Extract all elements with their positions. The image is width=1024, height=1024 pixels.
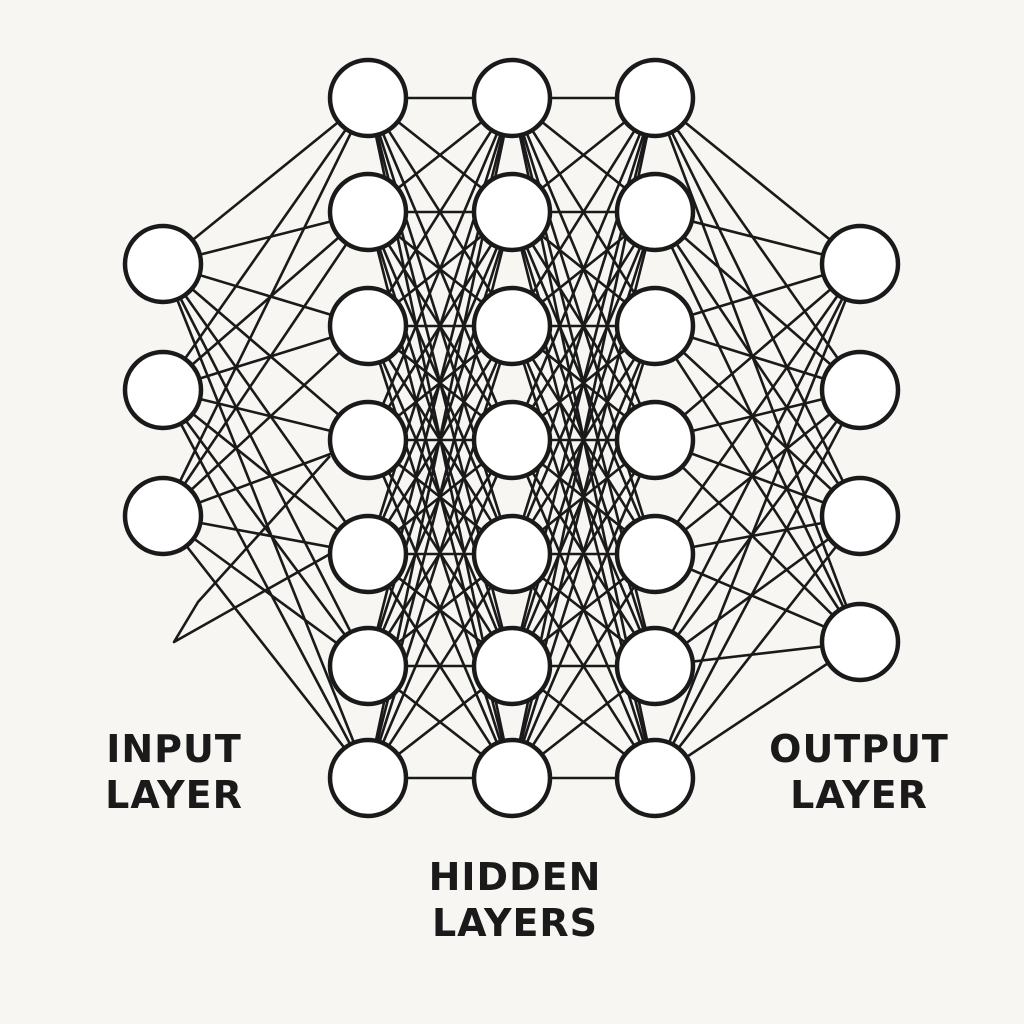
connection-hidden-3-1-to-output-1	[653, 96, 862, 266]
neuron-hidden-3-7	[614, 737, 696, 819]
connection-input-3-to-hidden-1-2	[161, 210, 370, 518]
connection-input-3-to-hidden-1-7	[161, 514, 370, 780]
neuron-hidden-3-2	[614, 171, 696, 253]
connection-hidden-1-7-to-hidden-2-5	[366, 552, 514, 780]
connection-input-2-to-hidden-1-2	[161, 210, 370, 392]
connection-hidden-1-7-to-hidden-2-4	[366, 438, 514, 780]
connection-input-3-to-hidden-1-1	[161, 96, 370, 518]
connection-input-2-to-hidden-1-5	[161, 388, 370, 556]
connection-hidden-3-5-to-output-2	[653, 388, 862, 556]
connection-hidden-3-3-to-output-4	[653, 324, 862, 644]
neuron-hidden-3-3	[614, 285, 696, 367]
connection-hidden-3-4-to-output-4	[653, 438, 862, 644]
connection-hidden-3-4-to-output-1	[653, 262, 862, 442]
connection-input-2-to-hidden-1-7	[161, 388, 370, 780]
connection-hidden-3-2-to-output-4	[653, 210, 862, 644]
connection-input-1-to-hidden-1-5	[161, 262, 370, 556]
input-label-line1: INPUT	[106, 727, 242, 771]
connection-input-1-to-hidden-1-7	[161, 262, 370, 780]
neuron-hidden-1-4	[327, 399, 409, 481]
neuron-hidden-1-5	[327, 513, 409, 595]
connection-input-1-to-hidden-1-1	[161, 96, 370, 266]
output-label-line2: LAYER	[790, 773, 928, 817]
connection-input-2-to-hidden-1-1	[161, 96, 370, 392]
connection-hidden-2-4-to-hidden-3-1	[510, 96, 657, 442]
neuron-input-3	[122, 475, 204, 557]
neuron-hidden-2-1	[471, 57, 553, 139]
connection-hidden-3-5-to-output-1	[653, 262, 862, 556]
neuron-hidden-1-3	[327, 285, 409, 367]
hidden-label-line1: HIDDEN	[428, 855, 602, 899]
output-label-line1: OUTPUT	[769, 727, 949, 771]
neuron-hidden-2-6	[471, 625, 553, 707]
input-label-line2: LAYER	[105, 773, 243, 817]
hidden-label-line2: LAYERS	[431, 901, 599, 945]
connection-hidden-3-6-to-output-2	[653, 388, 862, 668]
connection-hidden-2-7-to-hidden-3-3	[510, 324, 657, 780]
connection-hidden-2-5-to-hidden-3-1	[510, 96, 657, 556]
neuron-hidden-1-1	[327, 57, 409, 139]
connection-hidden-3-6-to-output-3	[653, 514, 862, 668]
neuron-hidden-2-2	[471, 171, 553, 253]
neuron-input-1	[122, 223, 204, 305]
neuron-hidden-3-1	[614, 57, 696, 139]
neuron-hidden-2-7	[471, 737, 553, 819]
hidden-layers-label: HIDDEN LAYERS	[412, 854, 618, 946]
neuron-output-4	[819, 601, 901, 683]
neuron-hidden-2-3	[471, 285, 553, 367]
neuron-hidden-1-7	[327, 737, 409, 819]
neuron-hidden-3-4	[614, 399, 696, 481]
neuron-output-2	[819, 349, 901, 431]
connection-hidden-3-7-to-output-2	[653, 388, 862, 780]
neurons	[122, 57, 901, 819]
connection-input-3-to-hidden-1-3	[161, 324, 370, 518]
connection-hidden-3-1-to-output-3	[653, 96, 862, 518]
neuron-hidden-3-6	[614, 625, 696, 707]
connection-hidden-3-7-to-output-4	[653, 640, 862, 780]
neuron-input-2	[122, 349, 204, 431]
neuron-hidden-2-5	[471, 513, 553, 595]
input-layer-label: INPUT LAYER	[92, 726, 256, 818]
connection-hidden-1-5-to-hidden-2-1	[366, 96, 514, 556]
connection-hidden-3-7-to-output-1	[653, 262, 862, 780]
connection-hidden-3-6-to-output-1	[653, 262, 862, 668]
connection-hidden-3-1-to-output-4	[653, 96, 862, 644]
neuron-hidden-1-6	[327, 625, 409, 707]
neuron-output-3	[819, 475, 901, 557]
connection-hidden-1-7-to-hidden-2-3	[366, 324, 514, 780]
neuron-hidden-2-4	[471, 399, 553, 481]
neuron-output-1	[819, 223, 901, 305]
connection-input-1-to-hidden-1-4	[161, 262, 370, 442]
connection-hidden-3-1-to-output-2	[653, 96, 862, 392]
neuron-hidden-1-2	[327, 171, 409, 253]
connection-hidden-1-3-to-hidden-2-1	[366, 96, 514, 328]
connection-hidden-3-7-to-output-3	[653, 514, 862, 780]
connection-hidden-3-3-to-output-3	[653, 324, 862, 518]
connection-hidden-1-4-to-hidden-2-1	[366, 96, 514, 442]
connection-hidden-2-7-to-hidden-3-4	[510, 438, 657, 780]
connection-hidden-2-7-to-hidden-3-5	[510, 552, 657, 780]
connection-input-1-to-hidden-1-6	[161, 262, 370, 668]
connection-hidden-3-2-to-output-2	[653, 210, 862, 392]
output-layer-label: OUTPUT LAYER	[762, 726, 956, 818]
connection-hidden-2-3-to-hidden-3-1	[510, 96, 657, 328]
stray-connection-stroke	[172, 455, 331, 644]
connection-hidden-3-2-to-output-3	[653, 210, 862, 518]
neuron-hidden-3-5	[614, 513, 696, 595]
